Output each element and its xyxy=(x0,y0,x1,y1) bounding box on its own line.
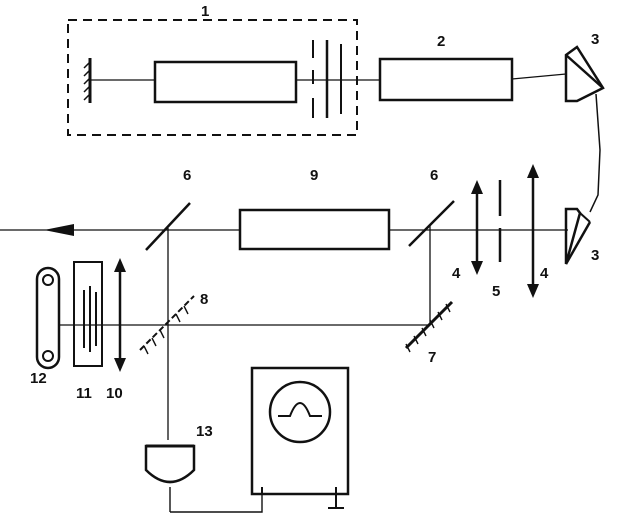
lens-10 xyxy=(114,258,126,372)
beamsplitter-left xyxy=(145,202,191,251)
prism-bottom xyxy=(564,207,582,265)
film-cassette-12 xyxy=(35,266,61,370)
amplifier-rod xyxy=(378,57,514,102)
beamsplitter-right xyxy=(408,200,455,247)
label-11: 11 xyxy=(76,385,92,402)
pulse-trace xyxy=(278,402,322,417)
filter-cell-11 xyxy=(73,261,103,367)
label-3b: 3 xyxy=(591,247,599,264)
label-12: 12 xyxy=(30,370,47,387)
prism-top xyxy=(564,45,605,103)
output-arrow-icon xyxy=(44,224,74,236)
label-9: 9 xyxy=(310,167,318,184)
label-10: 10 xyxy=(106,385,123,402)
back-mirror xyxy=(83,58,92,103)
photodetector-13 xyxy=(144,444,196,512)
label-13: 13 xyxy=(196,423,213,440)
label-6a: 6 xyxy=(183,167,191,184)
frequency-converter xyxy=(238,208,391,251)
label-4a: 4 xyxy=(452,265,461,282)
laser-cavity-box xyxy=(67,19,358,136)
label-3a: 3 xyxy=(591,31,599,48)
label-4b: 4 xyxy=(540,265,549,282)
scope-screen xyxy=(268,380,332,444)
beamsplitter-8 xyxy=(139,295,195,355)
top-beam xyxy=(90,73,567,81)
label-6b: 6 xyxy=(430,167,438,184)
label-2: 2 xyxy=(437,33,445,50)
lens-4b xyxy=(527,164,539,298)
oscilloscope xyxy=(250,366,350,509)
label-5: 5 xyxy=(492,283,500,300)
laser-rod xyxy=(153,60,298,104)
label-8: 8 xyxy=(200,291,208,308)
lens-4a xyxy=(471,180,483,275)
label-1: 1 xyxy=(201,3,209,20)
label-7: 7 xyxy=(428,349,436,366)
output-plates xyxy=(312,40,342,118)
prism-link-beam xyxy=(589,93,601,213)
mirror-7 xyxy=(404,300,454,353)
